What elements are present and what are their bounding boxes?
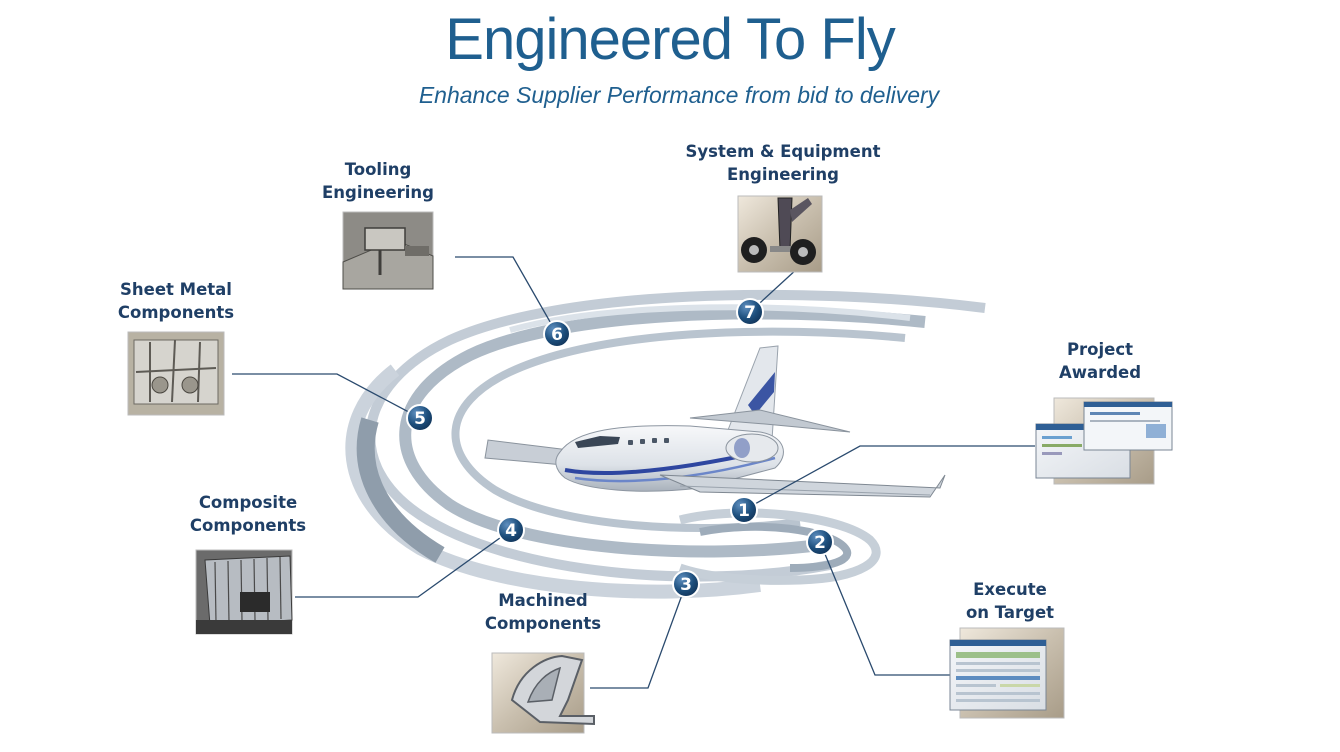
step-badge-number: 5 [414, 409, 426, 429]
system-equipment-thumbnail [737, 195, 823, 273]
step-badge-1: 1 [730, 496, 758, 524]
step-badge-6: 6 [543, 320, 571, 348]
step-badge-4: 4 [497, 516, 525, 544]
step-badge-number: 6 [551, 325, 563, 345]
spiral-rings [345, 289, 986, 599]
connector-1 [743, 445, 1035, 511]
tooling-engineering-thumbnail [342, 211, 434, 290]
business-jet-illustration [484, 345, 946, 498]
machined-components-thumbnail [491, 652, 595, 734]
step-badge-number: 4 [505, 521, 517, 541]
step-badge-5: 5 [406, 404, 434, 432]
project-awarded-thumbnail [1035, 397, 1173, 485]
step-badges: 1 2 3 4 5 6 7 [406, 298, 834, 598]
step-badge-number: 3 [680, 575, 692, 595]
connector-lines [232, 256, 1035, 689]
step-badge-3: 3 [672, 570, 700, 598]
step-badge-number: 2 [814, 533, 826, 553]
page-subtitle: Enhance Supplier Performance from bid to… [418, 82, 940, 108]
step-badge-2: 2 [806, 528, 834, 556]
sheet-metal-components-thumbnail [127, 331, 225, 416]
step-badge-number: 7 [744, 303, 756, 323]
step-badge-7: 7 [736, 298, 764, 326]
connector-6 [455, 256, 558, 335]
connector-4 [295, 529, 512, 598]
connector-2 [819, 541, 952, 676]
step-badge-number: 1 [738, 501, 750, 521]
connector-5 [232, 373, 421, 419]
composite-components-thumbnail [195, 549, 293, 635]
page-title: Engineered To Fly [445, 7, 895, 72]
connector-3 [590, 583, 687, 689]
execute-on-target-thumbnail [949, 627, 1065, 719]
